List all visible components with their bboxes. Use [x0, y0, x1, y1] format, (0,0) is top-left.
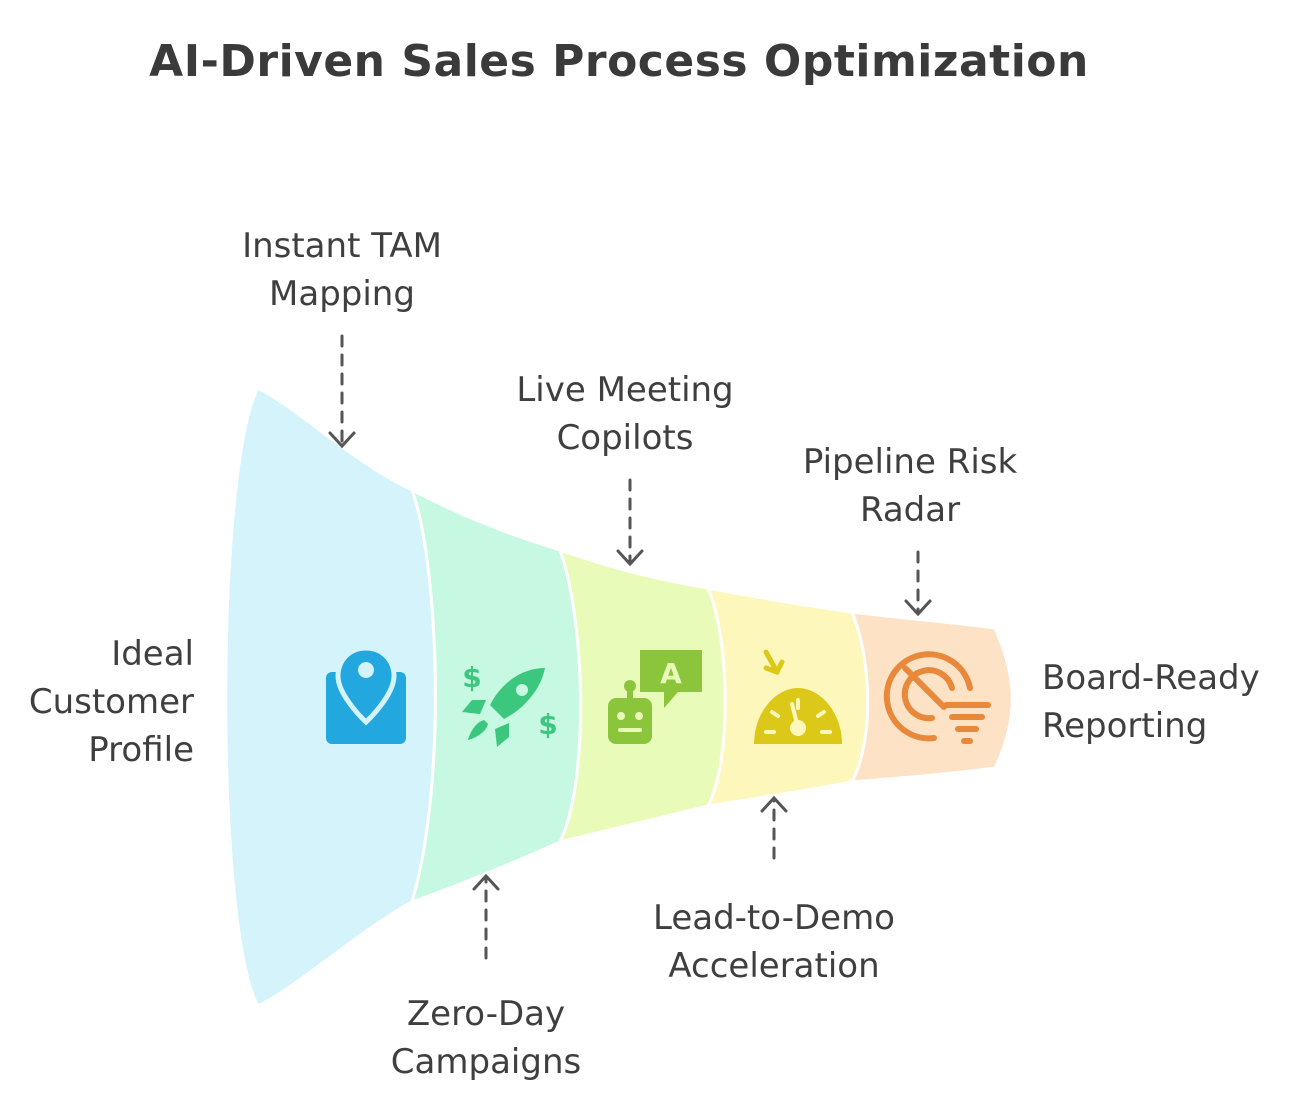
stage-1-label-line-1: Instant TAM — [242, 226, 442, 266]
stage-5-label-line-1: Pipeline Risk — [802, 442, 1018, 482]
arrow-head-stage-5 — [904, 599, 932, 617]
stage-5-label-line-2: Radar — [859, 490, 961, 530]
end-label-line-2: Reporting — [1042, 706, 1208, 746]
funnel-segment-3 — [557, 547, 727, 845]
stage-4-label-line-1: Lead-to-Demo — [652, 898, 895, 938]
stage-2-label-line-1: Zero-Day — [406, 994, 566, 1034]
start-label-line-3: Profile — [88, 730, 194, 770]
svg-text:$: $ — [462, 661, 481, 694]
svg-text:A: A — [660, 657, 682, 690]
stage-2-label-line-2: Campaigns — [390, 1042, 582, 1082]
radar-icon — [883, 651, 991, 744]
stage-1-label: Instant TAM Mapping — [192, 222, 492, 318]
start-label-line-1: Ideal — [111, 634, 194, 674]
diagram-title: AI-Driven Sales Process Optimization — [149, 36, 1089, 87]
arrow-head-stage-2 — [472, 873, 500, 891]
map-pin-icon — [326, 645, 406, 744]
end-label: Board-Ready Reporting — [1042, 654, 1260, 750]
speedometer-icon — [754, 649, 842, 744]
stage-3-label: Live Meeting Copilots — [470, 366, 780, 462]
end-label-line-1: Board-Ready — [1042, 658, 1260, 698]
arrow-head-stage-4 — [760, 795, 788, 813]
start-label: Ideal Customer Profile — [0, 630, 194, 774]
svg-text:$: $ — [538, 708, 557, 741]
stage-2-label: Zero-Day Campaigns — [336, 990, 636, 1086]
stage-4-label: Lead-to-Demo Acceleration — [604, 894, 944, 990]
stage-5-label: Pipeline Risk Radar — [760, 438, 1060, 534]
robot-chat-icon: A — [608, 650, 702, 744]
arrow-head-stage-3 — [616, 549, 644, 567]
arrow-head-stage-1 — [328, 431, 356, 449]
stage-3-label-line-2: Copilots — [556, 418, 694, 458]
stage-3-label-line-1: Live Meeting — [516, 370, 734, 410]
rocket-dollar-icon: $ $ — [462, 661, 558, 747]
stage-4-label-line-2: Acceleration — [668, 946, 880, 986]
start-label-line-2: Customer — [28, 682, 194, 722]
stage-1-label-line-2: Mapping — [269, 274, 415, 314]
